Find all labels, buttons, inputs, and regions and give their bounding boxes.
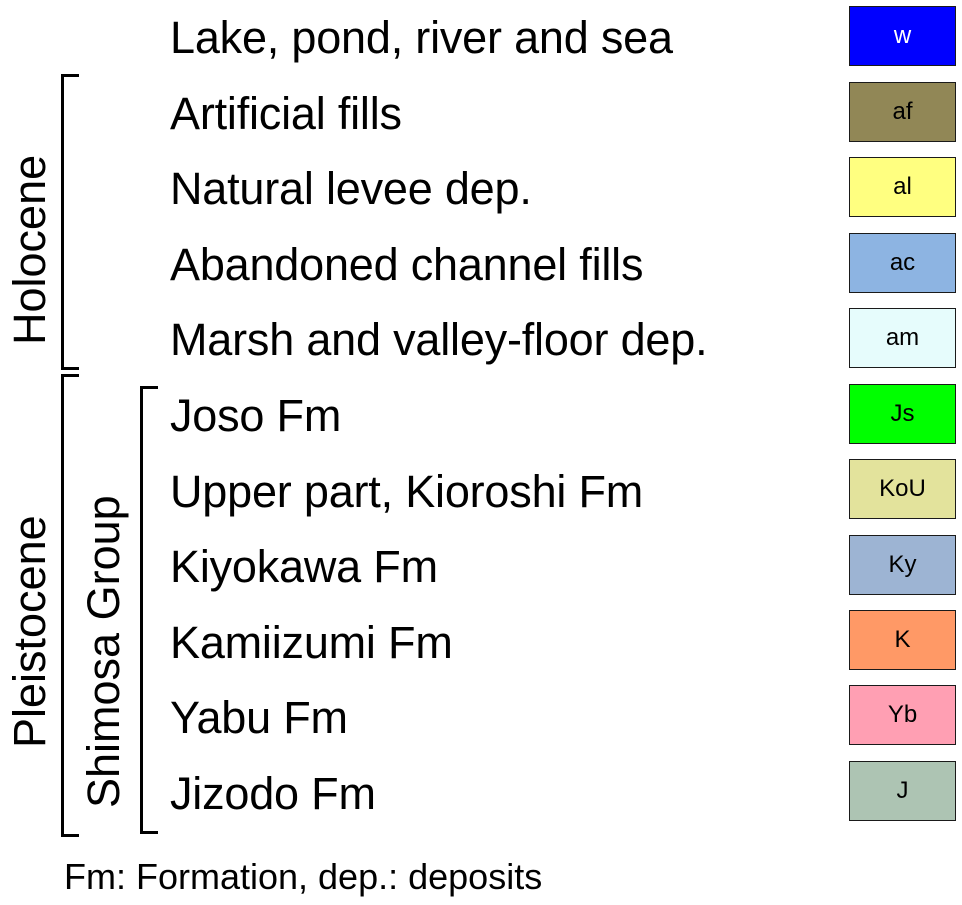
- legend-label-js: Joso Fm: [170, 390, 342, 441]
- legend-label-w: Lake, pond, river and sea: [170, 12, 673, 63]
- legend-swatch-w: w: [849, 6, 956, 66]
- legend-swatch-yb: Yb: [849, 685, 956, 745]
- legend-label-al: Natural levee dep.: [170, 163, 532, 214]
- legend-swatch-am: am: [849, 308, 956, 368]
- legend-code-j: J: [896, 777, 909, 804]
- pleistocene-bracket: [61, 374, 79, 837]
- shimosa-group-bracket: [140, 386, 158, 834]
- legend-swatch-j: J: [849, 761, 956, 821]
- legend-code-w: w: [893, 22, 912, 49]
- legend-label-ac: Abandoned channel fills: [170, 239, 644, 290]
- legend-code-js: Js: [890, 400, 915, 427]
- legend-code-k: K: [894, 626, 911, 653]
- legend-swatch-al: al: [849, 157, 956, 217]
- legend-label-j: Jizodo Fm: [170, 768, 376, 819]
- legend-swatch-k: K: [849, 610, 956, 670]
- legend-swatch-kou: KoU: [849, 459, 956, 519]
- legend-code-am: am: [885, 324, 920, 351]
- legend-code-al: al: [893, 173, 912, 200]
- holocene-label: Holocene: [4, 154, 55, 345]
- legend-label-yb: Yabu Fm: [170, 692, 348, 743]
- legend-swatch-ac: ac: [849, 233, 956, 293]
- legend-code-ac: ac: [889, 249, 916, 276]
- legend-label-kou: Upper part, Kioroshi Fm: [170, 466, 644, 517]
- legend-code-af: af: [892, 98, 913, 125]
- legend-label-ky: Kiyokawa Fm: [170, 541, 438, 592]
- footnote: Fm: Formation, dep.: deposits: [64, 856, 543, 897]
- legend-code-kou: KoU: [879, 475, 926, 502]
- legend-label-am: Marsh and valley-floor dep.: [170, 314, 708, 365]
- holocene-bracket: [61, 74, 79, 370]
- shimosa-group-label: Shimosa Group: [78, 495, 129, 808]
- legend-code-ky: Ky: [888, 551, 917, 578]
- legend-swatch-ky: Ky: [849, 535, 956, 595]
- legend-code-yb: Yb: [887, 701, 918, 728]
- legend-label-af: Artificial fills: [170, 88, 402, 139]
- pleistocene-label: Pleistocene: [4, 515, 55, 748]
- legend-label-k: Kamiizumi Fm: [170, 617, 453, 668]
- legend-swatch-af: af: [849, 82, 956, 142]
- legend-swatch-js: Js: [849, 384, 956, 444]
